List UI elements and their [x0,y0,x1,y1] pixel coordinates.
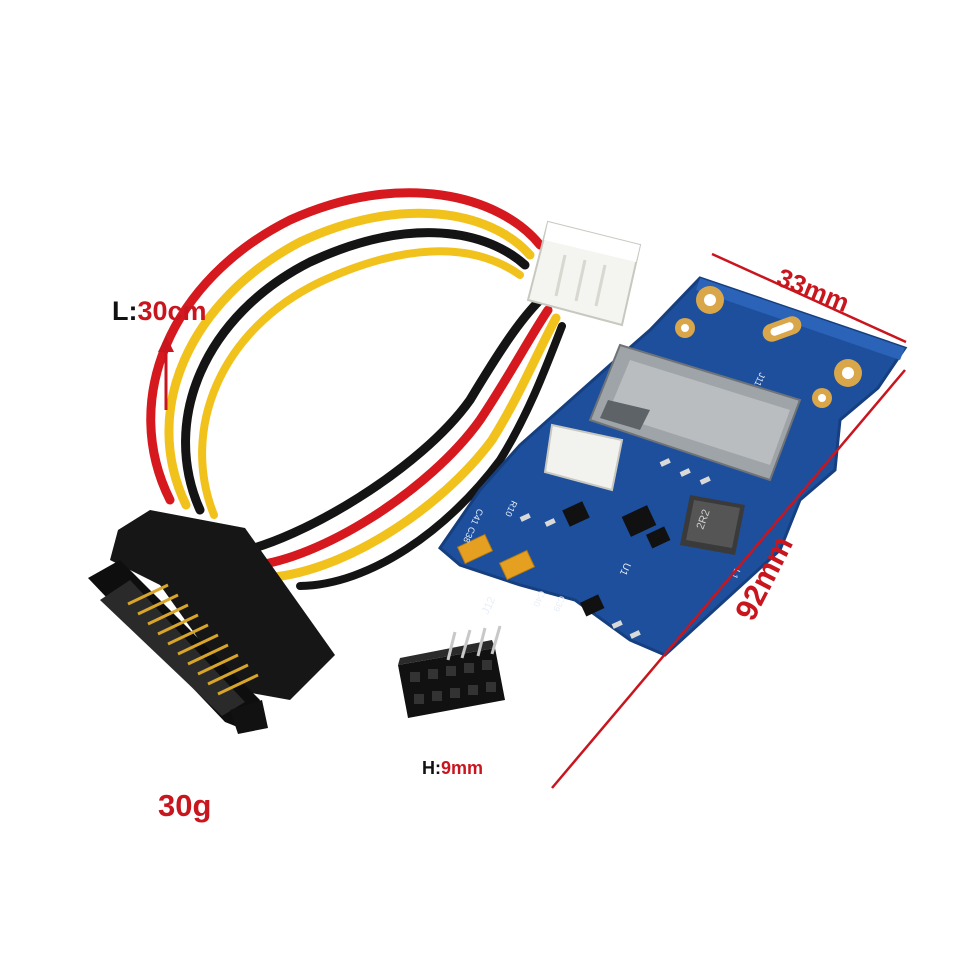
pcb-board: J12 U1 C40 C39 C41 C38 R10 L1 J11 2R2 [398,276,908,718]
sata-power-connector [88,510,335,734]
molex-connector [526,220,642,327]
up-arrow-icon [158,336,174,410]
height-prefix: H: [422,758,441,778]
weight-label: 30g [158,788,212,823]
cable-length-label: L:30cm [112,296,207,327]
pcb-marking-l1: L1 [729,567,742,580]
height-value: 9mm [441,758,484,778]
pcb-marking-c40: C40 [531,589,547,608]
dimension-line-icon [551,252,907,789]
cable-length-prefix: L: [112,296,138,326]
pcb-marking-j12: J12 [480,595,498,616]
pcb-marking-c39: C39 [551,594,567,613]
height-label: H:9mm [422,758,483,779]
pcb-marking-u1: U1 [617,561,633,578]
power-cable [146,188,566,590]
cable-length-value: 30cm [137,296,207,326]
